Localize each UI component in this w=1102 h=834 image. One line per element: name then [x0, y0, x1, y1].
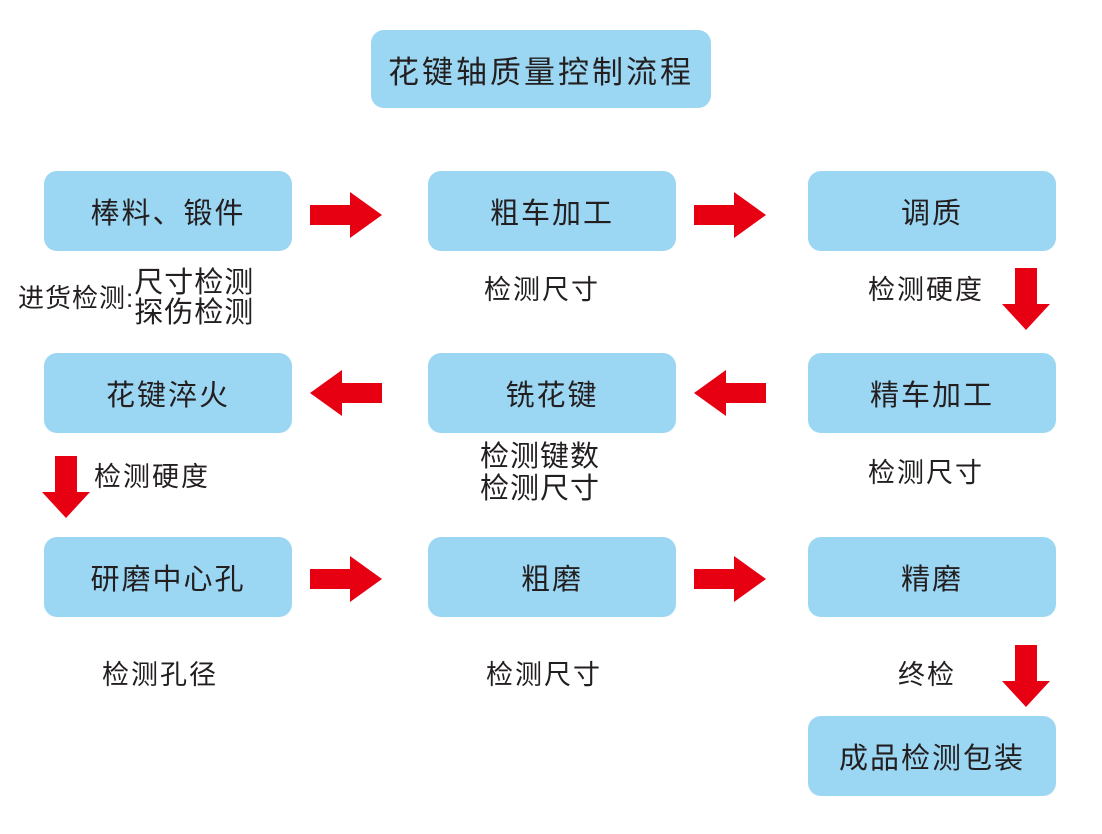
caption-mill-spline-line1: 检测键数	[480, 441, 601, 473]
process-box-mill-spline[interactable]: 铣花键	[428, 353, 676, 433]
process-box-final-packaging[interactable]: 成品检测包装	[808, 716, 1056, 796]
diagram-title: 花键轴质量控制流程	[371, 30, 711, 108]
process-box-raw-material[interactable]: 棒料、锻件	[44, 171, 292, 251]
caption-rough-grinding: 检测尺寸	[486, 660, 602, 690]
caption-center-hole: 检测孔径	[102, 660, 218, 690]
process-box-finish-grinding[interactable]: 精磨	[808, 537, 1056, 617]
arrow-left-icon-s5-s4	[310, 370, 382, 416]
caption-final-inspection: 终检	[898, 660, 956, 690]
caption-incoming-inspection: 进货检测: 尺寸检测 探伤检测	[18, 268, 254, 329]
caption-incoming-line2: 探伤检测	[134, 297, 255, 330]
process-box-center-hole-grinding[interactable]: 研磨中心孔	[44, 537, 292, 617]
caption-quench-temper: 检测硬度	[868, 275, 984, 305]
arrow-right-icon-s7-s8	[310, 556, 382, 602]
caption-finish-turning: 检测尺寸	[868, 458, 984, 488]
caption-incoming-lines: 尺寸检测 探伤检测	[134, 268, 254, 329]
arrow-left-icon-s6-s5	[694, 370, 766, 416]
process-box-rough-turning[interactable]: 粗车加工	[428, 171, 676, 251]
arrow-down-icon-s9-s10	[1002, 645, 1050, 707]
caption-incoming-line1: 尺寸检测	[134, 267, 255, 299]
arrow-right-icon-s8-s9	[694, 556, 766, 602]
arrow-right-icon-s1-s2	[310, 192, 382, 238]
arrow-down-icon-s3-s6	[1002, 268, 1050, 330]
process-box-rough-grinding[interactable]: 粗磨	[428, 537, 676, 617]
caption-rough-turning: 检测尺寸	[484, 275, 600, 305]
caption-spline-quench: 检测硬度	[94, 462, 210, 492]
caption-incoming-lead: 进货检测:	[18, 282, 135, 313]
process-box-spline-quench[interactable]: 花键淬火	[44, 353, 292, 433]
caption-mill-spline: 检测键数 检测尺寸	[480, 441, 600, 506]
arrow-down-icon-s4-s7	[42, 456, 90, 518]
process-box-quench-temper[interactable]: 调质	[808, 171, 1056, 251]
arrow-right-icon-s2-s3	[694, 192, 766, 238]
caption-mill-spline-line2: 检测尺寸	[480, 473, 601, 506]
process-box-finish-turning[interactable]: 精车加工	[808, 353, 1056, 433]
